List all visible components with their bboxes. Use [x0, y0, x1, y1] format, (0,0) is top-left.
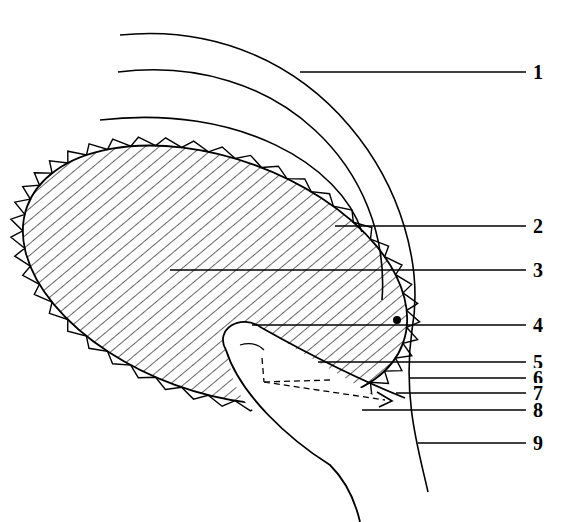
dashed-path — [262, 358, 385, 400]
callout-number: 9 — [532, 433, 544, 453]
callout-number: 4 — [532, 315, 544, 335]
tube-opening — [240, 344, 264, 350]
callout-number: 2 — [532, 216, 544, 236]
tube-fill — [223, 322, 398, 522]
tube-wall — [262, 328, 405, 398]
tube-wall — [226, 350, 360, 522]
callout-number: 1 — [532, 62, 544, 82]
callout-number: 8 — [532, 400, 544, 420]
serrated-border — [11, 137, 420, 413]
dot — [393, 316, 401, 324]
arrow-head — [377, 392, 392, 407]
leader-lines — [170, 72, 526, 443]
tube-cap — [223, 322, 262, 350]
callout-number: 3 — [532, 260, 544, 280]
